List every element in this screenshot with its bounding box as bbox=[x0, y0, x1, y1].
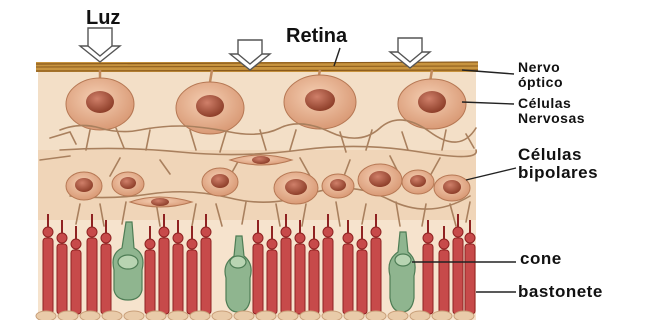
pigment-cell bbox=[80, 311, 100, 320]
rod-cell bbox=[253, 220, 263, 314]
rod-cell bbox=[295, 220, 305, 314]
pigment-cell bbox=[256, 311, 276, 320]
rod-cell bbox=[453, 214, 463, 314]
pigment-cell bbox=[212, 311, 232, 320]
bipolar-cell bbox=[434, 175, 470, 201]
pigment-cell bbox=[410, 311, 430, 320]
rod-cell bbox=[57, 220, 67, 314]
rod-cell bbox=[343, 220, 353, 314]
bastonete-label: bastonete bbox=[518, 283, 603, 301]
pigment-cell bbox=[278, 311, 298, 320]
pigment-cell bbox=[344, 311, 364, 320]
rod-cell bbox=[173, 220, 183, 314]
pigment-cell bbox=[234, 311, 254, 320]
nerve-cell bbox=[66, 78, 134, 130]
nervo-optico-label: Nervo óptico bbox=[518, 60, 563, 89]
bipolar-cell bbox=[358, 164, 402, 196]
rod-cell bbox=[159, 214, 169, 314]
rod-cell bbox=[371, 214, 381, 314]
rod-cell bbox=[423, 220, 433, 314]
pigment-cell bbox=[102, 311, 122, 320]
pigment-cell bbox=[124, 311, 144, 320]
pigment-cell bbox=[454, 311, 474, 320]
nervo-optico-line2: óptico bbox=[518, 75, 563, 90]
pigment-cell bbox=[432, 311, 452, 320]
nerve-cell bbox=[284, 75, 356, 129]
bipolar-cell bbox=[402, 170, 434, 194]
cone-label: cone bbox=[520, 250, 562, 268]
rod-cell bbox=[87, 214, 97, 314]
rod-cell bbox=[201, 214, 211, 314]
pigment-cell bbox=[146, 311, 166, 320]
rod-cell bbox=[323, 214, 333, 314]
bipolar-cell bbox=[322, 174, 354, 198]
bipolar-cell bbox=[66, 172, 102, 200]
nervo-optico-line1: Nervo bbox=[518, 60, 563, 75]
bipolar-cell bbox=[202, 168, 238, 196]
celulas-nervosas-line2: Nervosas bbox=[518, 111, 585, 126]
celulas-nervosas-label: Células Nervosas bbox=[518, 96, 585, 125]
celulas-nervosas-line1: Células bbox=[518, 96, 585, 111]
pigment-cell bbox=[36, 311, 56, 320]
rod-cell bbox=[281, 214, 291, 314]
pigment-cell bbox=[366, 311, 386, 320]
bipolar-cell bbox=[274, 172, 318, 204]
rod-cell bbox=[43, 214, 53, 314]
celulas-bipolares-line2: bipolares bbox=[518, 164, 598, 182]
pigment-cell bbox=[300, 311, 320, 320]
retina-label: Retina bbox=[286, 26, 347, 47]
pigment-cell bbox=[168, 311, 188, 320]
pigment-cell bbox=[388, 311, 408, 320]
luz-label: Luz bbox=[86, 8, 120, 29]
rod-cell bbox=[465, 220, 475, 314]
pigment-cell bbox=[58, 311, 78, 320]
rod-cell bbox=[101, 220, 111, 314]
bipolar-cell bbox=[112, 172, 144, 196]
pigment-cell bbox=[190, 311, 210, 320]
celulas-bipolares-label: Células bipolares bbox=[518, 146, 598, 182]
pigment-cell bbox=[322, 311, 342, 320]
light-arrow-1 bbox=[80, 28, 120, 62]
celulas-bipolares-line1: Células bbox=[518, 146, 598, 164]
